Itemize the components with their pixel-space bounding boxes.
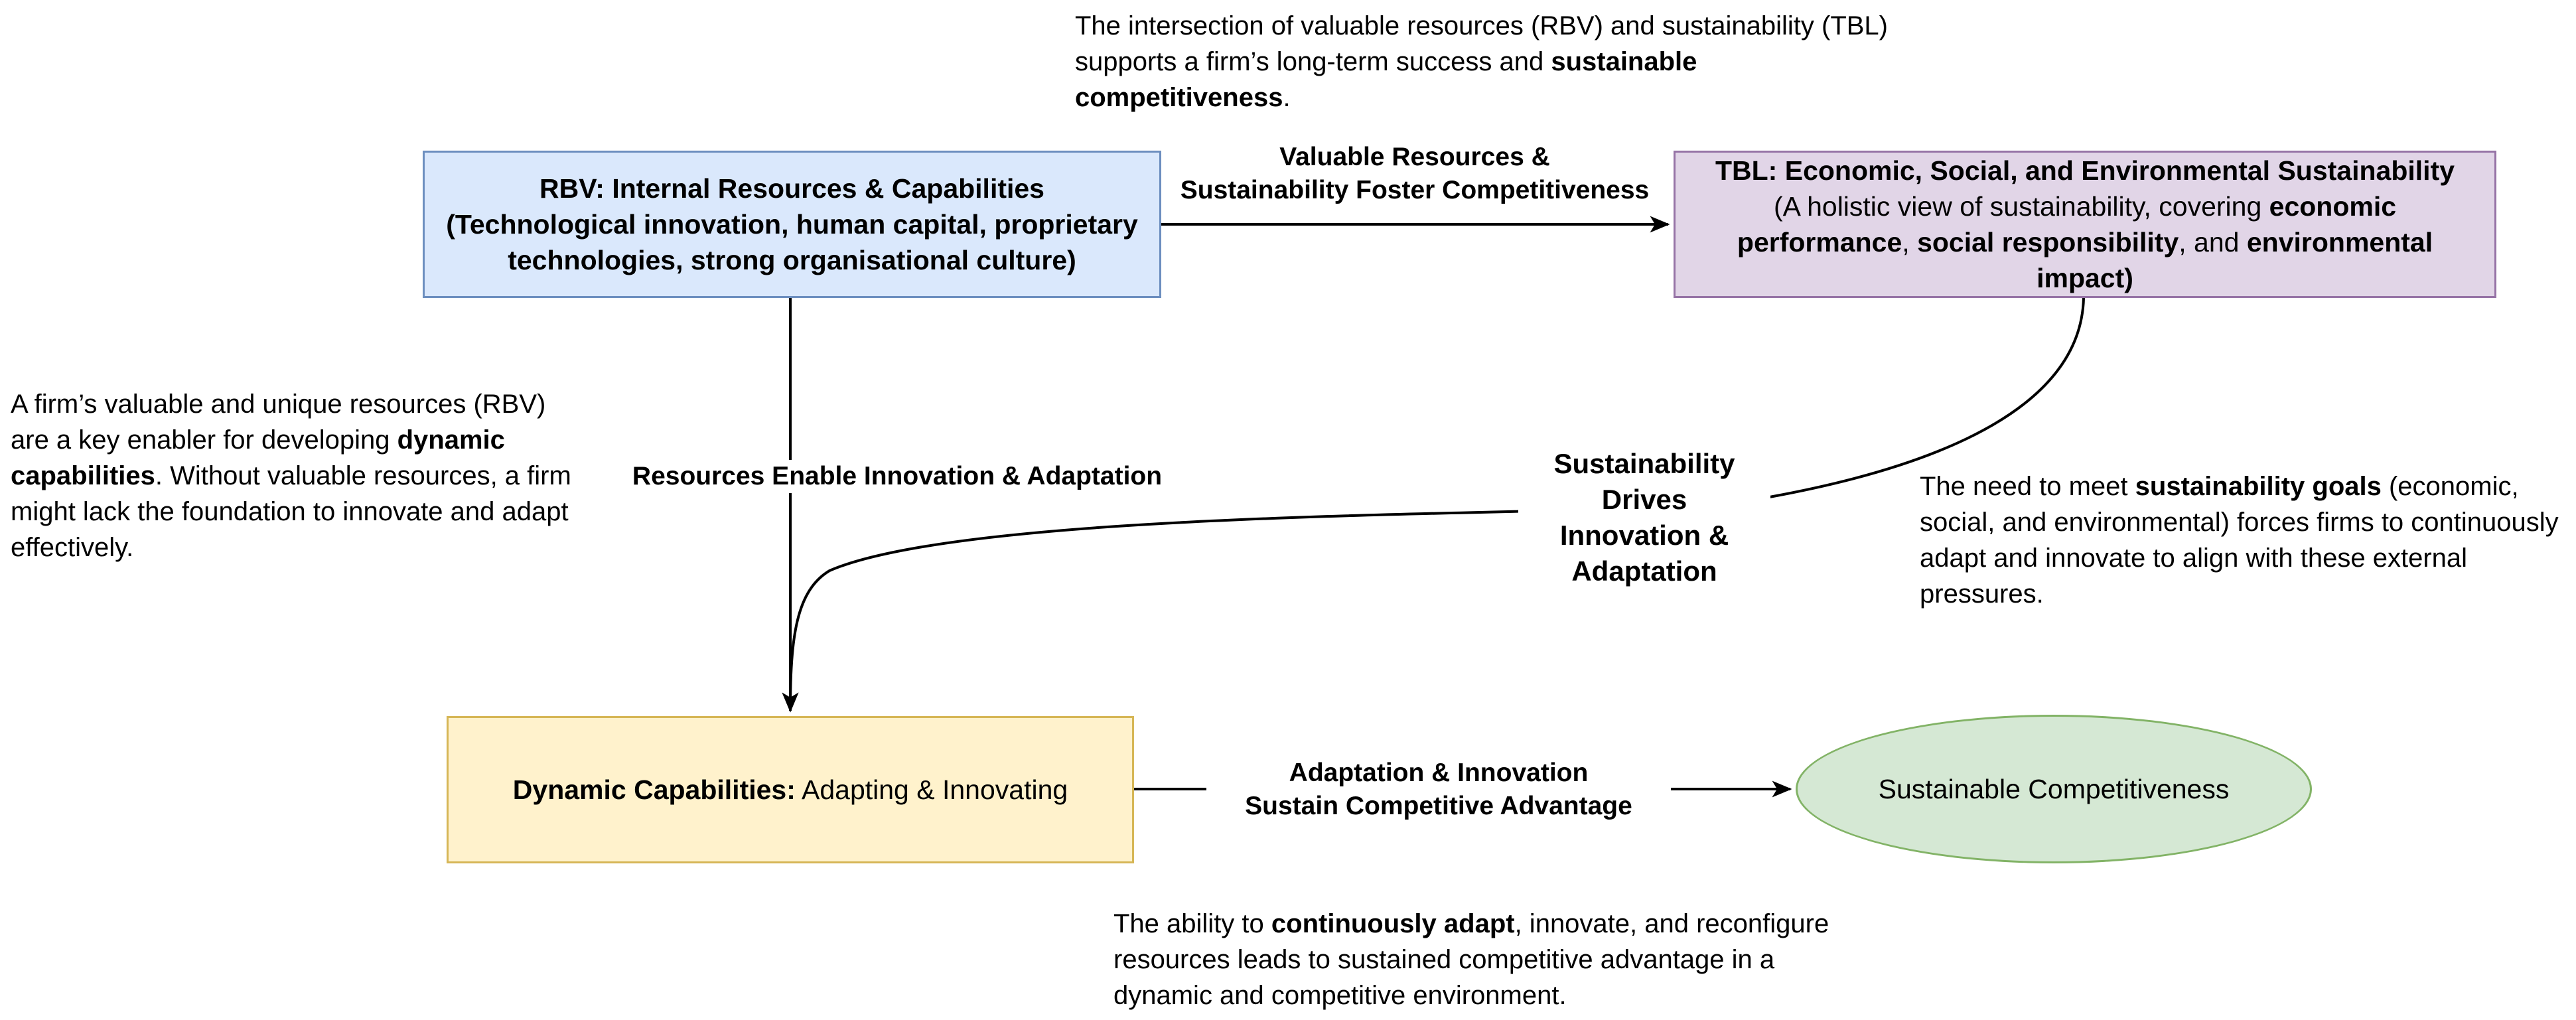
note-left: A firm’s valuable and unique resources (… bbox=[11, 390, 571, 562]
edge-label-tbl-dynamic: Sustainability Drives Innovation & Adapt… bbox=[1518, 446, 1770, 589]
sustainable-competitiveness-ellipse: Sustainable Competitiveness bbox=[1796, 715, 2312, 863]
rbv-detail: (Technological innovation, human capital… bbox=[446, 209, 1138, 275]
tbl-title: TBL: Economic, Social, and Environmental… bbox=[1715, 155, 2455, 186]
note-right: The need to meet sustainability goals (e… bbox=[1920, 472, 2559, 609]
edge-tbl-to-dynamic bbox=[782, 297, 2085, 713]
note-bottom: The ability to continuously adapt, innov… bbox=[1113, 909, 1829, 1010]
rbv-box: RBV: Internal Resources & Capabilities (… bbox=[423, 151, 1161, 298]
note-top: The intersection of valuable resources (… bbox=[1075, 11, 1888, 112]
edge-label-rbv-dynamic: Resources Enable Innovation & Adaptation bbox=[605, 460, 1189, 493]
sustainable-label: Sustainable Competitiveness bbox=[1878, 774, 2230, 804]
edge-label-rbv-tbl: Valuable Resources & Sustainability Fost… bbox=[1169, 141, 1660, 207]
dynamic-detail: Adapting & Innovating bbox=[795, 774, 1068, 805]
dynamic-capabilities-box: Dynamic Capabilities: Adapting & Innovat… bbox=[447, 716, 1134, 863]
tbl-detail: (A holistic view of sustainability, cove… bbox=[1737, 191, 2433, 293]
tbl-box: TBL: Economic, Social, and Environmental… bbox=[1674, 151, 2496, 298]
dynamic-title: Dynamic Capabilities: bbox=[512, 774, 796, 805]
edge-label-dynamic-sustainable: Adaptation & Innovation Sustain Competit… bbox=[1206, 757, 1671, 823]
rbv-title: RBV: Internal Resources & Capabilities bbox=[539, 173, 1044, 204]
